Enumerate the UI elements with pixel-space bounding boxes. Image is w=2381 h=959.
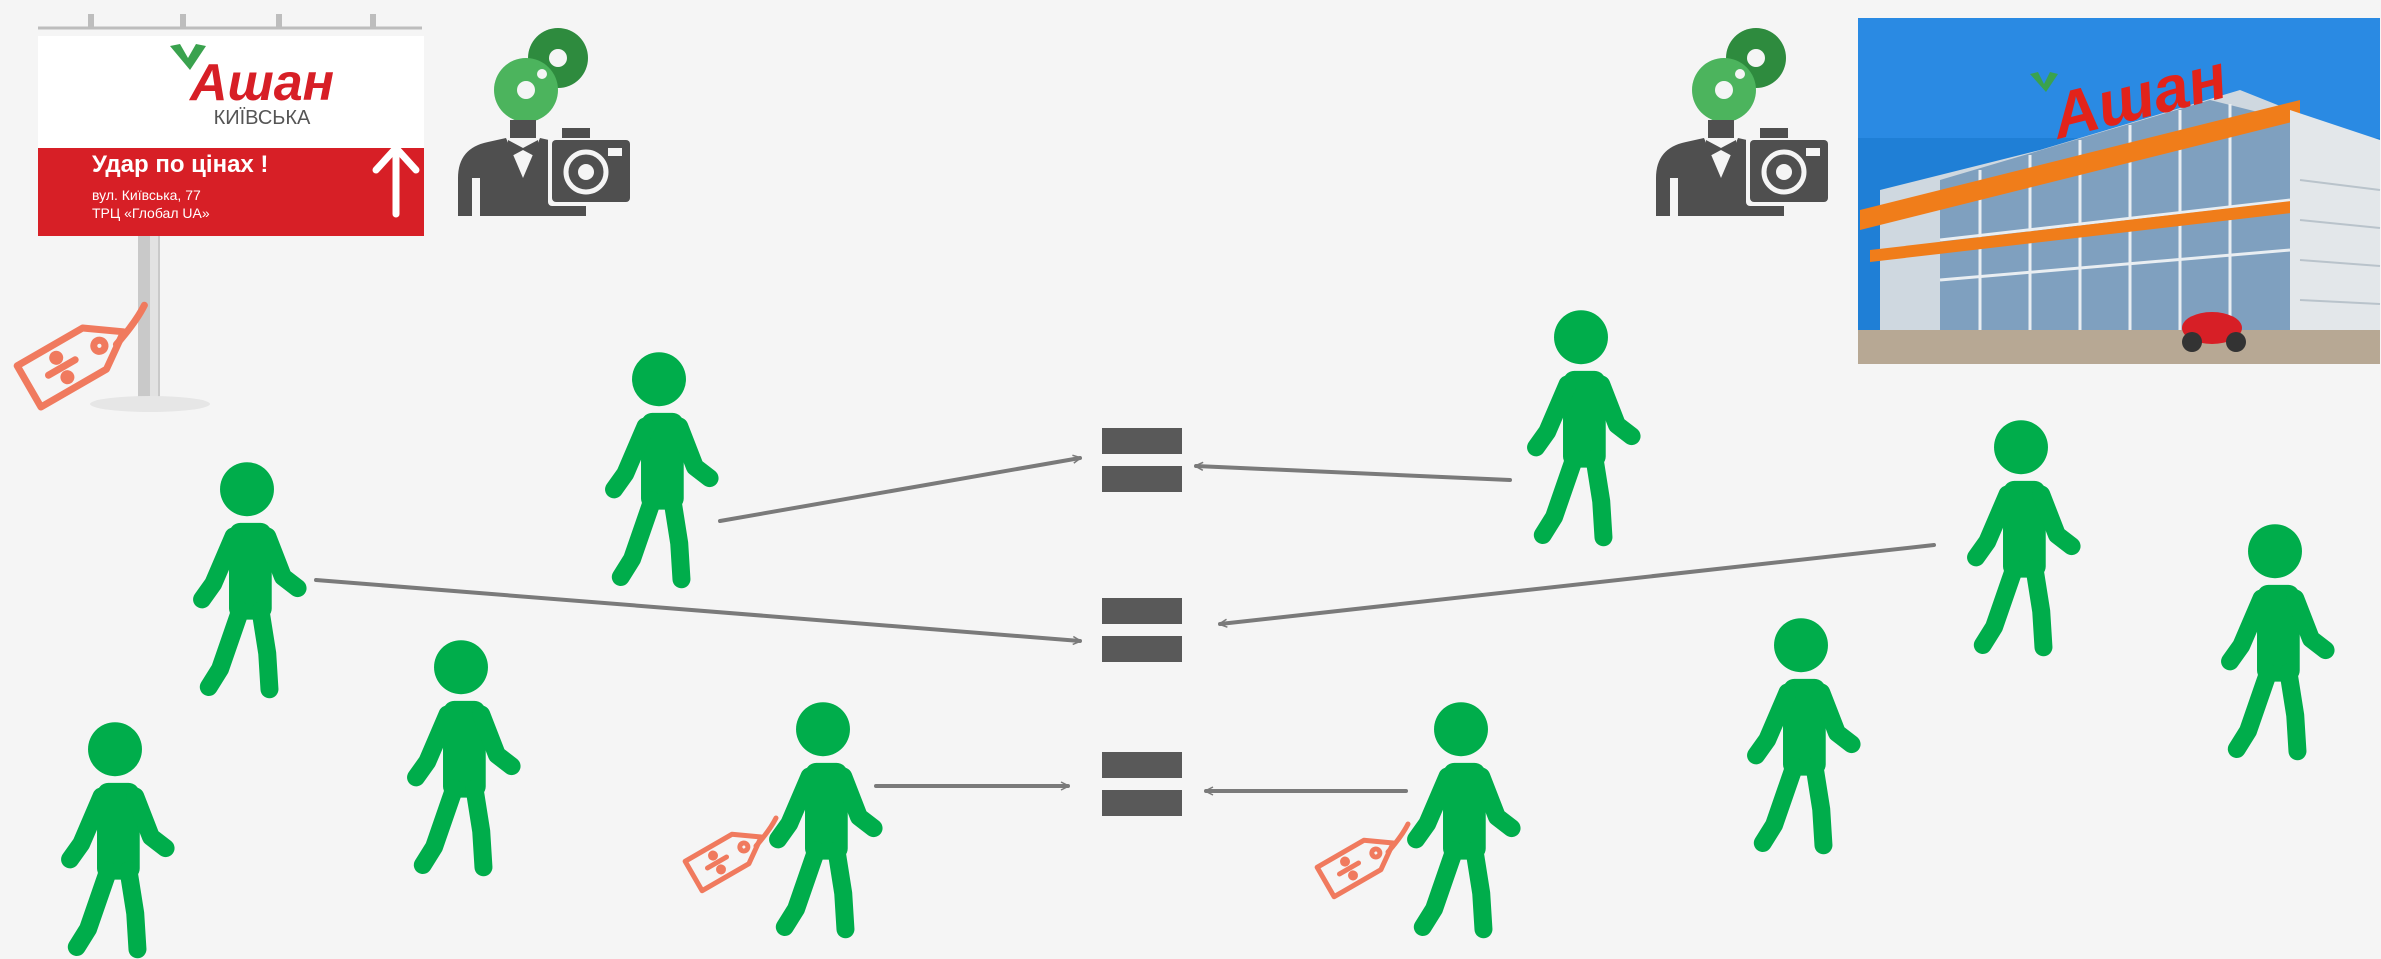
billboard-store-name: КИЇВСЬКА	[214, 107, 311, 129]
arrow-up-icon	[372, 144, 420, 218]
billboard-address-line2: ТРЦ «Глобал UA»	[92, 205, 210, 221]
store-photo: Ашан	[1858, 18, 2381, 364]
walking-person-icon	[202, 462, 298, 689]
arrow-icon	[314, 578, 1082, 646]
billboard-brand: Ашан	[188, 54, 334, 112]
camera-observer-icon	[1656, 28, 1832, 216]
walking-person-icon	[1416, 702, 1512, 929]
walking-person-icon	[778, 702, 874, 929]
walking-person-icon	[1756, 618, 1852, 845]
equals-icon	[1102, 752, 1182, 816]
walking-person-icon	[70, 722, 166, 949]
arrow-icon	[1194, 461, 1512, 482]
walking-person-icon	[1536, 310, 1632, 537]
billboard-slogan: Удар по цінах !	[92, 151, 268, 178]
equals-icon	[1102, 598, 1182, 662]
walking-person-icon	[614, 352, 710, 579]
billboard-logo: Ашан	[170, 44, 334, 112]
arrow-icon	[718, 454, 1082, 523]
walking-person-icon	[2230, 524, 2326, 751]
discount-tag-icon	[17, 305, 144, 407]
arrow-icon	[1218, 543, 1936, 628]
discount-tag-icon	[685, 818, 776, 891]
arrows	[314, 454, 1936, 796]
walking-person-icon	[416, 640, 512, 867]
billboard: Ашан КИЇВСЬКА Удар по цінах ! вул. Київс…	[38, 14, 424, 412]
discount-tag-icon	[1317, 824, 1408, 897]
billboard-address-line1: вул. Київська, 77	[92, 187, 201, 203]
equals-icon	[1102, 428, 1182, 492]
walking-person-icon	[1976, 420, 2072, 647]
camera-observer-icon	[458, 28, 634, 216]
